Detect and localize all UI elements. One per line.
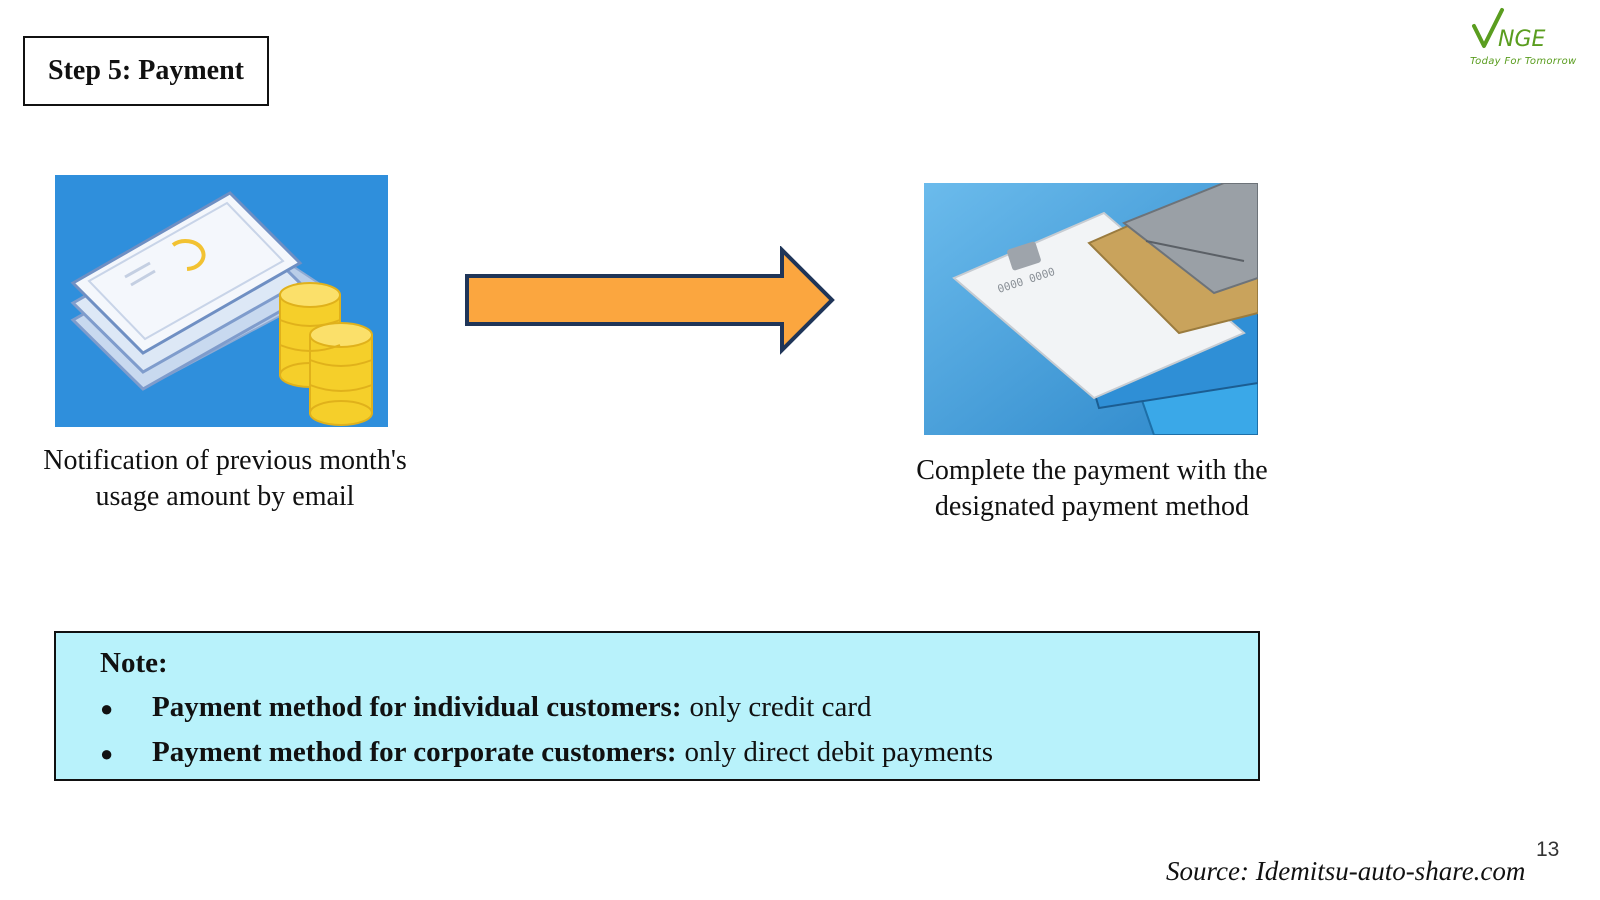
credit-cards-icon: 0000 0000: [924, 183, 1258, 435]
note-item-label: Payment method for individual customers:: [152, 691, 682, 723]
note-item-label: Payment method for corporate customers:: [152, 736, 677, 768]
note-box: Note: ● Payment method for individual cu…: [54, 631, 1260, 781]
note-item-value: only direct debit payments: [684, 736, 993, 768]
right-arrow-icon: [465, 246, 835, 355]
step-caption-notification: Notification of previous month's usage a…: [43, 445, 407, 512]
svg-text:NGE: NGE: [1498, 27, 1546, 52]
bills-and-coins-illustration: [55, 175, 388, 427]
bills-icon: [55, 175, 388, 427]
logo-tagline: Today For Tomorrow: [1470, 56, 1577, 67]
bullet-icon: ●: [100, 696, 114, 721]
slide-title: Step 5: Payment: [23, 36, 269, 106]
note-item: ● Payment method for individual customer…: [100, 691, 872, 724]
credit-cards-photo: 0000 0000: [924, 183, 1258, 435]
note-item-value: only credit card: [689, 691, 872, 723]
step-caption-payment: Complete the payment with the designated…: [916, 455, 1268, 522]
bullet-icon: ●: [100, 741, 114, 766]
company-logo: NGE Today For Tomorrow: [1462, 4, 1596, 68]
note-title: Note:: [100, 647, 168, 679]
page-number: 13: [1536, 838, 1560, 861]
vnge-logo-mark: NGE: [1472, 8, 1546, 52]
source-citation: Source: Idemitsu-auto-share.com: [1166, 856, 1526, 886]
note-item: ● Payment method for corporate customers…: [100, 736, 993, 769]
